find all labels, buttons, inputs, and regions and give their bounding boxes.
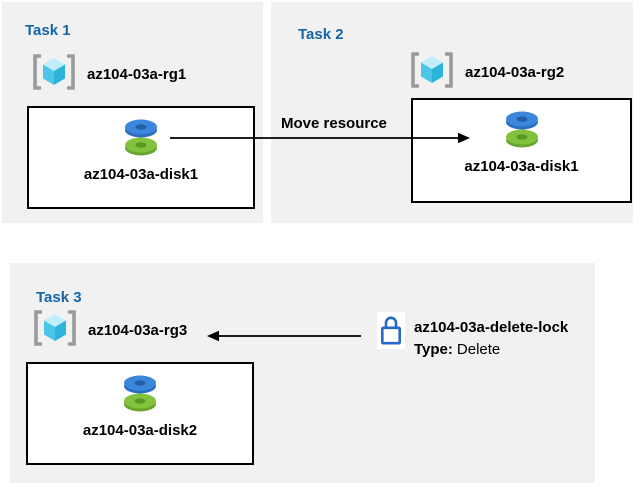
task1-disk-name: az104-03a-disk1 — [83, 166, 199, 183]
lock-name: az104-03a-delete-lock — [414, 319, 569, 336]
lock-icon — [377, 312, 405, 349]
task3-title: Task 3 — [36, 289, 82, 307]
lock-type-value: Delete — [456, 341, 501, 358]
task3-resource-box: az104-03a-disk2 — [26, 362, 254, 465]
task3-resource-group-row: az104-03a-rg3 — [31, 308, 188, 353]
task1-resource-group-row: az104-03a-rg1 — [30, 52, 187, 97]
task2-resource-group-row: az104-03a-rg2 — [408, 50, 565, 95]
task1-resource-box: az104-03a-disk1 — [27, 106, 255, 209]
lock-type-line: Type:Delete — [414, 341, 500, 358]
move-resource-label: Move resource — [281, 115, 387, 132]
task2-disk-name: az104-03a-disk1 — [464, 158, 579, 175]
resource-group-icon — [408, 50, 456, 95]
task2-resource-box: az104-03a-disk1 — [411, 98, 632, 203]
panel-task-1: Task 1 az104-03a-rg1 — [2, 2, 263, 223]
resource-group-icon — [30, 52, 78, 97]
resource-group-icon — [31, 308, 79, 353]
task3-resource-group-name: az104-03a-rg3 — [88, 321, 188, 339]
disk-icon — [499, 109, 545, 154]
task1-title: Task 1 — [25, 22, 71, 40]
panel-task-3: Task 3 az104-03a-rg3 — [10, 263, 595, 483]
disk-icon — [118, 117, 164, 162]
task2-resource-group-name: az104-03a-rg2 — [465, 63, 565, 81]
task2-title: Task 2 — [298, 26, 344, 44]
lock-type-label: Type: — [414, 341, 453, 358]
task1-resource-group-name: az104-03a-rg1 — [87, 65, 187, 83]
task3-disk-name: az104-03a-disk2 — [82, 422, 198, 439]
panel-task-2: Task 2 az104-03a-rg2 — [271, 2, 633, 223]
disk-icon — [117, 373, 163, 418]
